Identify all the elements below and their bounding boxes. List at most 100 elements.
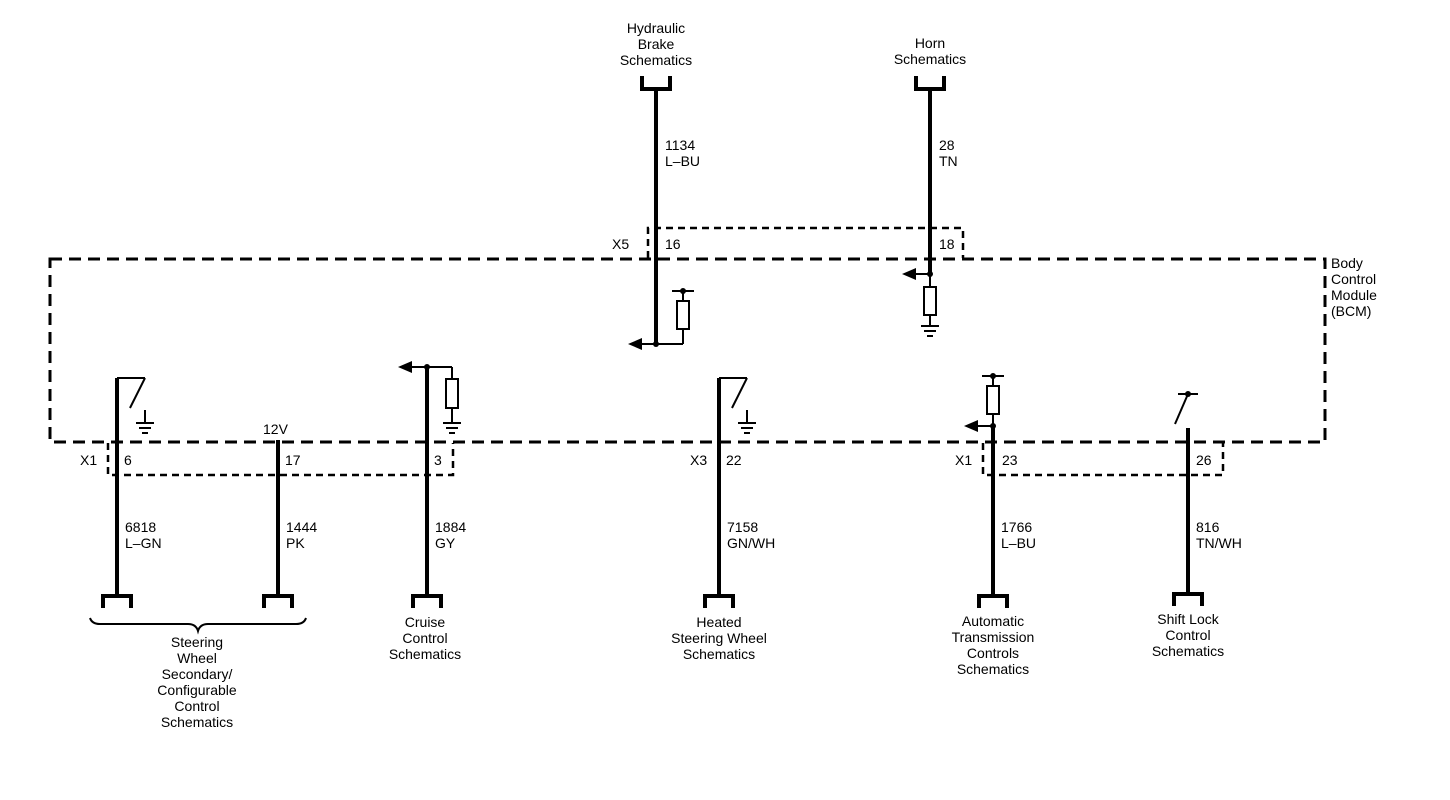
connector-x1-right-outline [981, 443, 1225, 477]
svg-text:Steering: Steering [171, 634, 223, 650]
connector-cap [411, 594, 443, 608]
pin-number: 6 [124, 452, 132, 468]
circuit-heated-steering-wheel: 22 7158 GN/WH Heated Steering Wheel Sche… [671, 377, 775, 662]
input-arrow [964, 420, 978, 432]
circuit-number: 7158 [727, 519, 758, 535]
connector-x3-label: X3 [690, 452, 707, 468]
wire-color: GY [435, 535, 456, 551]
pin-number: 3 [434, 452, 442, 468]
ground-icon [738, 422, 756, 434]
svg-text:(BCM): (BCM) [1331, 303, 1371, 319]
svg-text:Brake: Brake [638, 36, 675, 52]
ground-icon [136, 422, 154, 434]
steering-brace [89, 617, 307, 635]
pullup-resistor [676, 300, 690, 330]
connector-x5-label: X5 [612, 236, 629, 252]
circuit-automatic-transmission: 23 1766 L–BU Automatic Transmission Cont… [952, 373, 1036, 677]
svg-text:Automatic: Automatic [962, 613, 1024, 629]
svg-text:Schematics: Schematics [957, 661, 1029, 677]
pulldown-resistor [923, 286, 937, 316]
svg-text:Heated: Heated [696, 614, 741, 630]
pin-number: 16 [665, 236, 681, 252]
svg-text:Shift Lock: Shift Lock [1157, 611, 1219, 627]
circuit-number: 6818 [125, 519, 156, 535]
circuit-cruise-control: 3 1884 GY Cruise Control Schematics [389, 361, 466, 662]
svg-text:Wheel: Wheel [177, 650, 217, 666]
destination-shift-lock: Shift Lock Control Schematics [1152, 611, 1224, 659]
circuit-steering-pin-17: 12V 17 1444 PK [262, 421, 317, 608]
circuit-number: 1444 [286, 519, 317, 535]
connector-x1-right-label: X1 [955, 452, 972, 468]
connector-x5-outline [646, 226, 965, 258]
circuit-shift-lock: 26 816 TN/WH Shift Lock Control Schemati… [1152, 391, 1242, 659]
connector-cap [914, 76, 946, 91]
svg-text:Control: Control [1165, 627, 1210, 643]
svg-text:Schematics: Schematics [894, 51, 966, 67]
svg-text:Cruise: Cruise [405, 614, 446, 630]
connector-cap [101, 594, 133, 608]
svg-text:Control: Control [402, 630, 447, 646]
wire-color: L–BU [665, 153, 700, 169]
svg-text:Control: Control [174, 698, 219, 714]
svg-text:Schematics: Schematics [161, 714, 233, 730]
circuit-number: 28 [939, 137, 955, 153]
svg-text:Schematics: Schematics [389, 646, 461, 662]
wire-color: PK [286, 535, 305, 551]
connector-x1-left-label: X1 [80, 452, 97, 468]
svg-text:Configurable: Configurable [157, 682, 237, 698]
connector-cap [977, 594, 1009, 608]
circuit-number: 1766 [1001, 519, 1032, 535]
circuit-horn: Horn Schematics 28 TN 18 [894, 35, 966, 337]
svg-text:Controls: Controls [967, 645, 1019, 661]
switch-contact [1174, 393, 1189, 425]
pin-number: 18 [939, 236, 955, 252]
svg-text:Control: Control [1331, 271, 1376, 287]
svg-text:Hydraulic: Hydraulic [627, 20, 685, 36]
connector-cap [1172, 592, 1204, 606]
destination-heated-steering-wheel: Heated Steering Wheel Schematics [671, 614, 767, 662]
wire-color: TN [939, 153, 958, 169]
svg-text:Schematics: Schematics [620, 52, 692, 68]
switch-contact [731, 377, 748, 409]
connector-x1-left-outline [106, 443, 455, 477]
wire-color: TN/WH [1196, 535, 1242, 551]
input-arrow [628, 338, 642, 350]
circuit-hydraulic-brake: Hydraulic Brake Schematics 1134 L–BU 16 [620, 20, 700, 350]
bcm-module-label: Body Control Module (BCM) [1331, 255, 1377, 319]
circuit-steering-pin-6: 6 6818 L–GN [101, 377, 162, 608]
ground-icon [443, 422, 461, 434]
supply-12v-label: 12V [263, 421, 289, 437]
svg-text:Transmission: Transmission [952, 629, 1035, 645]
wire-color: L–GN [125, 535, 162, 551]
connector-cap [703, 594, 735, 608]
switch-contact [129, 377, 146, 409]
pin-number: 17 [285, 452, 301, 468]
connector-cap [640, 76, 672, 91]
svg-text:Module: Module [1331, 287, 1377, 303]
pullup-resistor [986, 385, 1000, 415]
bcm-module-outline [48, 257, 1327, 444]
wire-color: GN/WH [727, 535, 775, 551]
destination-cruise-control: Cruise Control Schematics [389, 614, 461, 662]
svg-text:Body: Body [1331, 255, 1363, 271]
svg-text:Schematics: Schematics [683, 646, 755, 662]
input-arrow [398, 361, 412, 373]
wire-color: L–BU [1001, 535, 1036, 551]
pin-number: 23 [1002, 452, 1018, 468]
svg-text:Steering Wheel: Steering Wheel [671, 630, 767, 646]
svg-text:Horn: Horn [915, 35, 945, 51]
pin-number: 22 [726, 452, 742, 468]
pin-number: 26 [1196, 452, 1212, 468]
pulldown-resistor [445, 378, 459, 409]
destination-steering-wheel: Steering Wheel Secondary/ Configurable C… [157, 634, 237, 730]
circuit-number: 1884 [435, 519, 466, 535]
svg-text:Secondary/: Secondary/ [162, 666, 233, 682]
input-arrow [902, 268, 916, 280]
connector-cap [262, 594, 294, 608]
destination-horn: Horn Schematics [894, 35, 966, 67]
circuit-number: 816 [1196, 519, 1220, 535]
destination-automatic-transmission: Automatic Transmission Controls Schemati… [952, 613, 1035, 677]
svg-text:Schematics: Schematics [1152, 643, 1224, 659]
destination-hydraulic-brake: Hydraulic Brake Schematics [620, 20, 692, 68]
